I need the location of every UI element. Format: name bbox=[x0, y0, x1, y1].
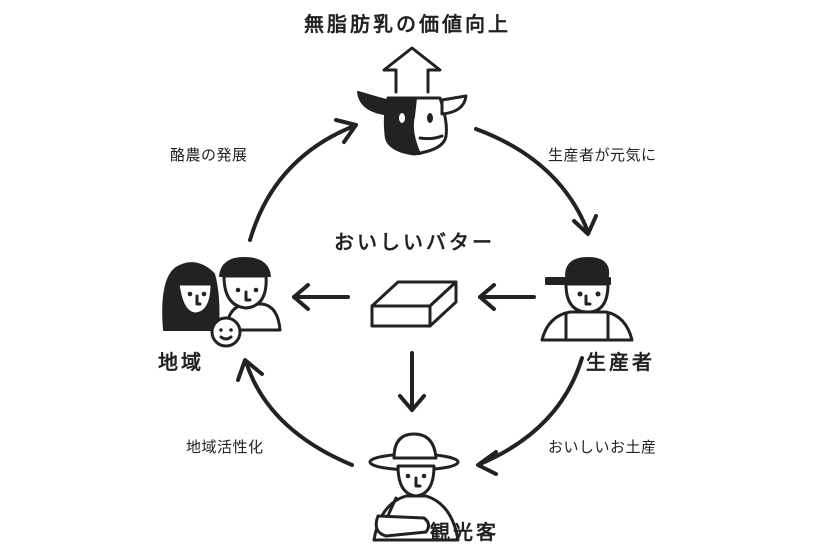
edge-label-tourist-to-region: 地域活性化 bbox=[186, 438, 264, 456]
edge-label-region-to-cow: 酪農の発展 bbox=[170, 146, 248, 164]
cow-icon bbox=[357, 91, 468, 156]
up-arrow-icon bbox=[382, 46, 442, 94]
arrow-butter-to-tourist bbox=[398, 351, 426, 412]
arc-producer-to-tourist bbox=[476, 356, 584, 476]
arrow-butter-to-region bbox=[292, 283, 350, 311]
arc-tourist-to-region bbox=[236, 358, 354, 467]
family-icon bbox=[162, 257, 282, 348]
edge-label-cow-to-producer: 生産者が元気に bbox=[548, 146, 657, 164]
node-label-tourist: 観光客 bbox=[430, 520, 499, 544]
butter-icon bbox=[370, 280, 458, 328]
arc-region-to-cow bbox=[248, 118, 358, 242]
tourist-icon bbox=[368, 432, 460, 542]
arrow-producer-to-butter bbox=[478, 283, 536, 311]
farmer-icon bbox=[540, 257, 634, 342]
arc-cow-to-producer bbox=[474, 127, 598, 236]
edge-label-producer-to-tourist: おいしいお土産 bbox=[548, 438, 657, 456]
center-title: おいしいバター bbox=[334, 230, 495, 254]
top-title: 無脂肪乳の価値向上 bbox=[304, 12, 511, 36]
node-label-region: 地域 bbox=[158, 350, 204, 374]
node-label-producer: 生産者 bbox=[586, 350, 655, 374]
